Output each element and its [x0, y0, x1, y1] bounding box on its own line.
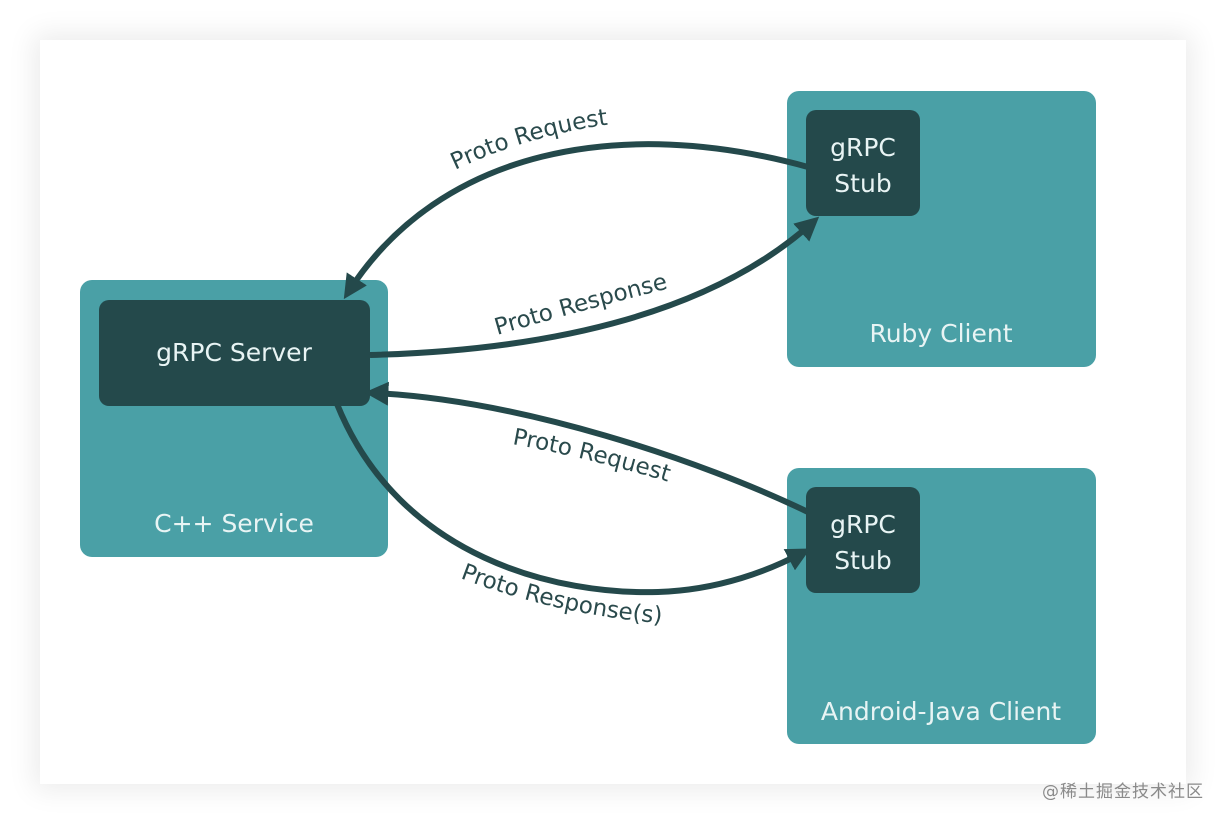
android-response-arrow [334, 402, 811, 596]
android-stub-box [806, 487, 920, 593]
watermark: @稀土掘金技术社区 [1042, 782, 1204, 802]
android-client-label: Android-Java Client [821, 697, 1061, 726]
cpp-service-node: gRPC Server C++ Service [80, 280, 388, 557]
ruby-request-label: Proto Request [447, 105, 609, 176]
android-request-arrow [364, 381, 810, 515]
cpp-service-label: C++ Service [154, 509, 314, 538]
android-stub-line1: gRPC [830, 510, 896, 539]
android-client-node: gRPC Stub Android-Java Client [787, 468, 1096, 744]
grpc-server-box [99, 300, 370, 406]
ruby-request-arrow [343, 141, 809, 300]
ruby-stub-line2: Stub [834, 169, 891, 198]
ruby-response-arrow [369, 216, 820, 358]
android-stub-line2: Stub [834, 546, 891, 575]
ruby-client-node: gRPC Stub Ruby Client [787, 91, 1096, 367]
ruby-stub-box [806, 110, 920, 216]
ruby-client-label: Ruby Client [869, 319, 1012, 348]
ruby-stub-line1: gRPC [830, 133, 896, 162]
grpc-server-label: gRPC Server [156, 338, 312, 367]
